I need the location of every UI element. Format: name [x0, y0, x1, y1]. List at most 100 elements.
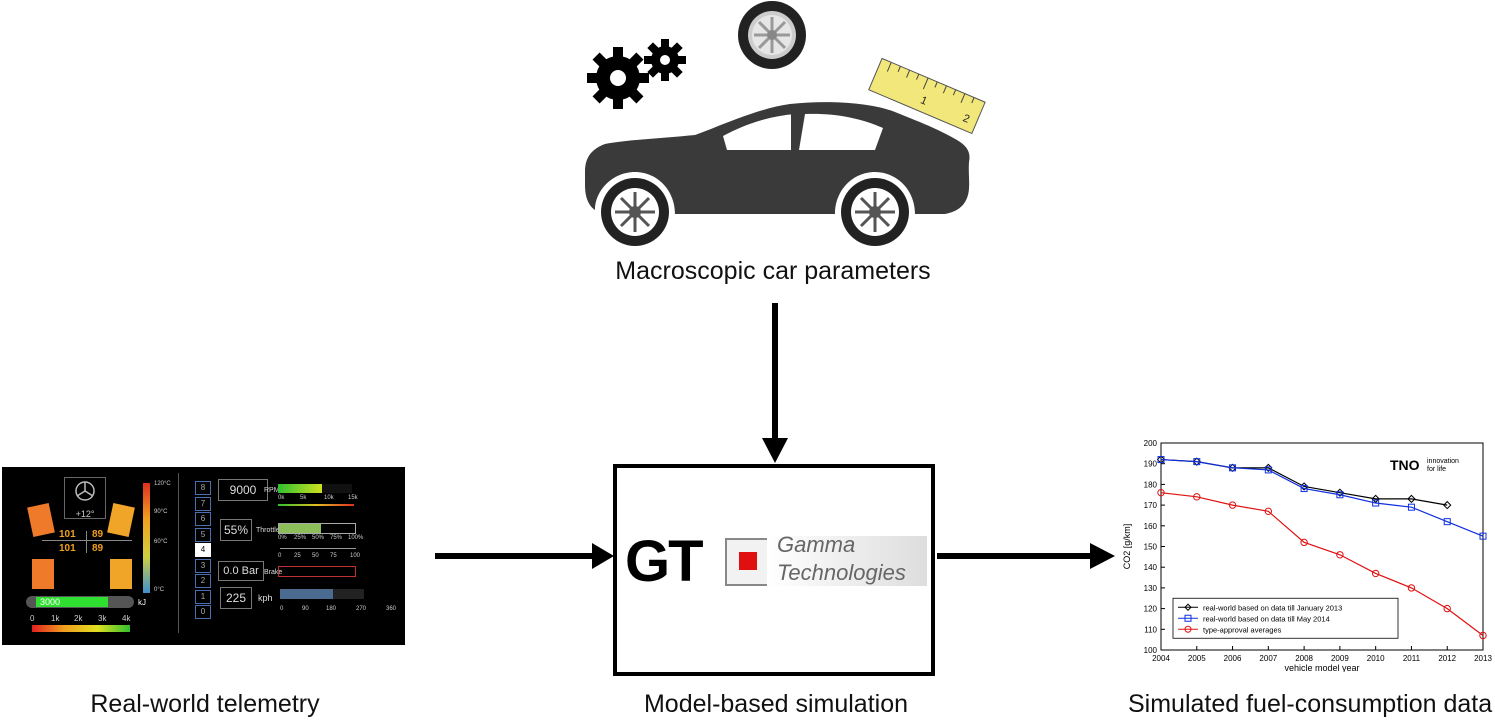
ruler-mark-1: 1 [919, 94, 929, 107]
data-point [1193, 493, 1201, 501]
energy-tick: 0 [30, 614, 35, 623]
y-tick-label: 180 [1144, 480, 1158, 489]
star-logo-icon [75, 481, 95, 501]
rpm-tick: 15k [348, 495, 358, 501]
data-point [1300, 538, 1308, 547]
down-arrow-icon [762, 303, 788, 463]
gear-5: 5 [195, 527, 211, 542]
right-arrow-icon [937, 543, 1115, 569]
y-tick-label: 110 [1144, 625, 1157, 634]
legend-marker [1184, 614, 1192, 622]
data-point [1407, 494, 1416, 504]
speed-tick: 0 [280, 606, 284, 612]
gear-4: 4 [195, 543, 211, 557]
x-tick-label: 2011 [1403, 654, 1421, 663]
gt-logo-square-icon [725, 538, 773, 586]
tyre-front-left [27, 503, 55, 537]
energy-tick: 3k [98, 614, 107, 623]
data-point [1336, 551, 1344, 559]
gt-simulation-box: GT Gamma Technologies [613, 464, 935, 676]
y-tick-label: 150 [1144, 543, 1158, 552]
rpm-range-line [278, 504, 354, 506]
gt-logo-red-square [739, 552, 757, 570]
gear-1: 1 [195, 589, 211, 604]
brake-label: Brake [264, 569, 283, 576]
telemetry-dashboard: +12° 101 89 101 89 120°C 90°C 60°C 0°C 3… [2, 467, 405, 645]
temp-scale-bar [143, 483, 150, 593]
data-point [1300, 485, 1308, 493]
gear-0: 0 [195, 605, 211, 619]
gear-3: 3 [195, 558, 211, 573]
speed-tick: 360 [386, 606, 397, 612]
data-point [1407, 503, 1415, 511]
throttle-tick: 100% [348, 535, 364, 541]
data-point [1193, 458, 1201, 466]
brake-bar-track [278, 566, 356, 577]
legend-label: real-world based on data till January 20… [1203, 603, 1342, 612]
tyre-front-right [107, 503, 135, 537]
speed-bar-fill [280, 589, 333, 599]
energy-tick: 4k [122, 614, 131, 623]
speed-tick: 270 [356, 606, 367, 612]
data-point [1157, 456, 1165, 464]
legend-marker [1184, 603, 1192, 611]
car-icon [585, 102, 970, 246]
rpm-bar-fill [278, 484, 323, 493]
data-point [1336, 491, 1344, 499]
simulation-caption: Model-based simulation [643, 690, 909, 718]
series-line-2 [1160, 492, 1484, 636]
tyre-temp-fr: 89 [92, 529, 104, 540]
energy-bar-fill: 3000 [36, 597, 108, 607]
gt-logo-line2: Technologies [777, 560, 906, 585]
temp-display: +12° [75, 509, 95, 519]
legend-marker [1184, 625, 1192, 633]
y-tick-label: 200 [1144, 439, 1158, 448]
throttle-tick: 0% [278, 535, 287, 541]
rpm-label: RPM [264, 487, 280, 494]
chart-x-axis-label: vehicle model year [1284, 663, 1359, 672]
y-tick-label: 130 [1144, 584, 1158, 593]
y-tick-label: 190 [1144, 460, 1158, 469]
energy-unit: kJ [138, 598, 146, 607]
energy-gradient [32, 625, 130, 632]
car-parameters-caption: Macroscopic car parameters [615, 257, 931, 285]
gt-logo-mark: GT [625, 529, 704, 594]
throttle-tick: 50% [312, 535, 325, 541]
temp-tick: 90°C [154, 509, 168, 515]
x-tick-label: 2010 [1367, 654, 1385, 663]
brake-tick: 100 [350, 553, 361, 559]
temp-tick: 0°C [154, 587, 165, 593]
x-tick-label: 2008 [1295, 654, 1313, 663]
tno-logo-mark: TNO [1390, 457, 1420, 473]
gear-2: 2 [195, 574, 211, 588]
brake-value: 0.0 Bar [218, 561, 264, 581]
brake-tick: 0 [278, 553, 282, 559]
data-point [1443, 500, 1452, 510]
speed-bar-track [280, 589, 364, 599]
data-point [1228, 501, 1237, 509]
x-tick-label: 2013 [1474, 654, 1492, 663]
rpm-tick: 5k [300, 495, 307, 501]
tno-logo-tag1: innovation [1427, 458, 1459, 465]
throttle-tick: 25% [294, 535, 307, 541]
speed-label: kph [258, 593, 273, 603]
ruler-mark-2: 2 [961, 112, 971, 125]
tyre-rear-left [32, 559, 54, 589]
y-tick-label: 160 [1144, 522, 1158, 531]
tyre-temp-fl: 101 [59, 529, 76, 540]
x-tick-label: 2007 [1259, 654, 1277, 663]
gears-icon [587, 39, 686, 109]
data-point [1229, 464, 1237, 472]
throttle-bar-fill [279, 524, 321, 533]
axle-line [42, 540, 132, 541]
data-point [1443, 518, 1451, 526]
axle-divider [86, 531, 87, 553]
speed-tick: 90 [302, 606, 309, 612]
data-point [1264, 507, 1273, 516]
x-tick-label: 2009 [1331, 654, 1349, 663]
series-line-1 [1160, 458, 1484, 537]
tyre-temp-rr: 89 [92, 543, 104, 554]
tyre-temp-rl: 101 [59, 543, 76, 554]
